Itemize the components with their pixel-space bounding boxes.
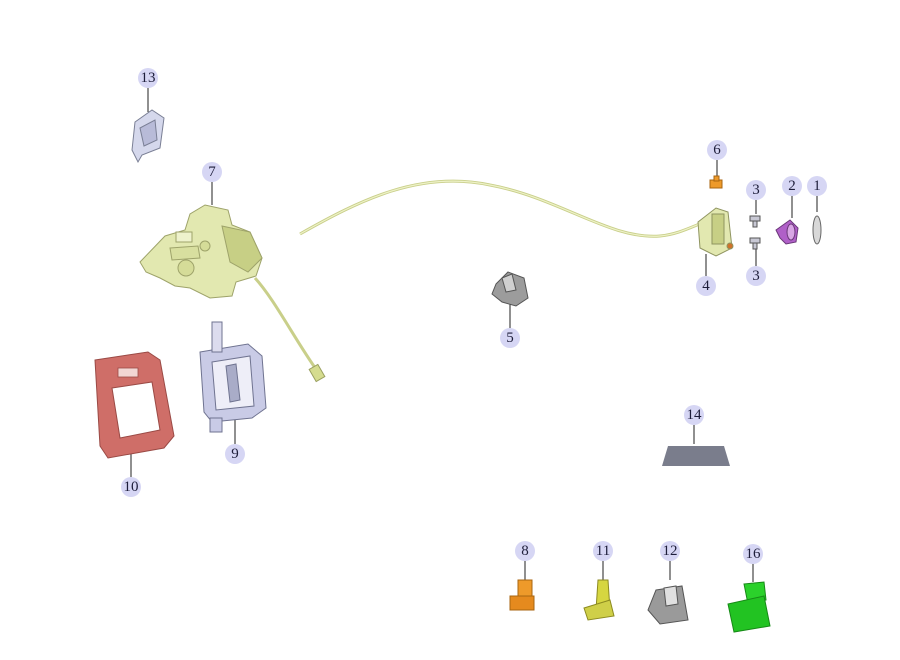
callout-1: 1 <box>807 176 827 196</box>
short-cable <box>253 276 320 373</box>
callout-5: 5 <box>500 328 520 348</box>
callout-6: 6 <box>707 140 727 160</box>
part-16-clip <box>727 581 771 633</box>
callout-16: 16 <box>743 544 763 564</box>
release-cable-inner <box>299 180 706 237</box>
part-7-latch-assembly <box>139 204 263 299</box>
part-11-screw <box>583 579 615 621</box>
short-cable-end <box>308 363 326 383</box>
part-6-pin <box>709 175 723 189</box>
part-8-fastener <box>509 579 535 611</box>
part-5-clip <box>491 271 529 307</box>
callout-14: 14 <box>684 405 704 425</box>
callout-3-bottom: 3 <box>746 266 766 286</box>
part-4-lock <box>697 207 734 257</box>
callout-2: 2 <box>782 176 802 196</box>
callout-10: 10 <box>121 477 141 497</box>
callout-9: 9 <box>225 444 245 464</box>
part-9-handle-housing <box>199 321 267 433</box>
callout-12: 12 <box>660 541 680 561</box>
release-cable <box>299 179 706 238</box>
callout-8: 8 <box>515 541 535 561</box>
callout-4: 4 <box>696 276 716 296</box>
part-2-knob <box>775 219 799 245</box>
part-14-pad <box>662 446 730 466</box>
part-3-screws <box>749 215 761 250</box>
callout-11: 11 <box>593 541 613 561</box>
callout-13: 13 <box>138 68 158 88</box>
leader-lines <box>130 88 818 582</box>
part-13-bracket <box>131 109 165 164</box>
part-1-washer <box>812 215 822 245</box>
callout-7: 7 <box>202 162 222 182</box>
part-12-clip <box>647 585 689 625</box>
part-10-bezel <box>94 351 175 459</box>
callout-3-top: 3 <box>746 180 766 200</box>
